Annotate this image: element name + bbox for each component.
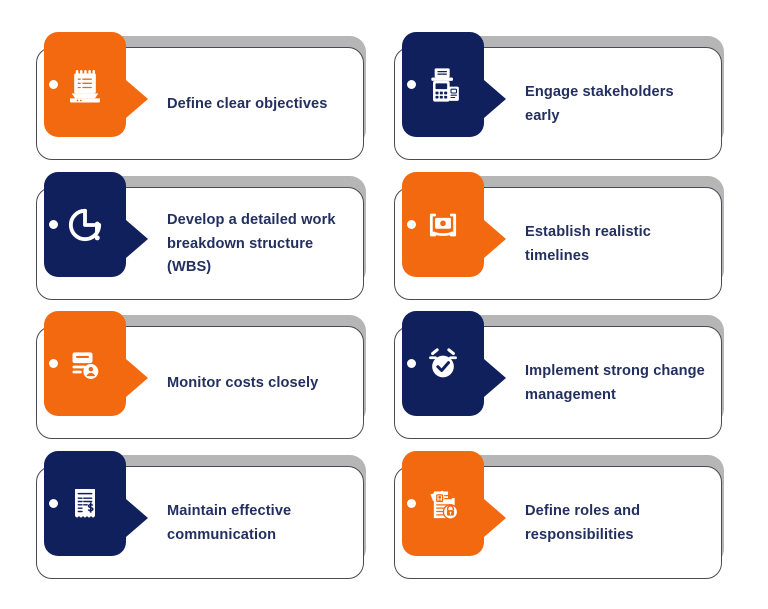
card-icon-tile[interactable] <box>402 172 484 277</box>
card-label: Engage stakeholders early <box>525 83 674 124</box>
tile-arrow-icon <box>484 499 506 537</box>
tip-card[interactable]: Engage stakeholders early <box>394 32 724 162</box>
tile-arrow-icon <box>126 220 148 258</box>
tip-card[interactable]: Develop a detailed work breakdown struct… <box>36 172 366 302</box>
card-icon-tile[interactable] <box>44 311 126 416</box>
card-label: Implement strong change management <box>525 362 705 403</box>
tag-hole-icon <box>49 358 58 368</box>
card-icon-tile[interactable] <box>402 311 484 416</box>
tip-card[interactable]: Establish realistic timelines <box>394 172 724 302</box>
tag-hole-icon <box>407 358 416 368</box>
tip-card[interactable]: Monitor costs closely <box>36 311 366 441</box>
id-card-person-icon <box>44 311 126 416</box>
tip-card[interactable]: Implement strong change management <box>394 311 724 441</box>
tile-arrow-icon <box>484 80 506 118</box>
tip-card[interactable]: Define clear objectives <box>36 32 366 162</box>
alarm-clock-check-icon <box>402 311 484 416</box>
tile-arrow-icon <box>126 359 148 397</box>
tile-arrow-icon <box>126 499 148 537</box>
card-icon-tile[interactable] <box>402 451 484 556</box>
card-icon-tile[interactable] <box>44 172 126 277</box>
card-label: Define clear objectives <box>167 95 328 112</box>
tag-hole-icon <box>49 219 58 229</box>
tip-card[interactable]: Define roles and responsibilities <box>394 451 724 581</box>
card-label: Maintain effective communication <box>167 502 292 543</box>
card-label: Monitor costs closely <box>167 374 319 391</box>
tile-arrow-icon <box>484 220 506 258</box>
receipt-dollar-icon <box>44 451 126 556</box>
banknote-money-icon <box>402 172 484 277</box>
pie-chart-alert-icon <box>44 172 126 277</box>
tag-hole-icon <box>49 498 58 508</box>
tile-arrow-icon <box>484 359 506 397</box>
card-label: Establish realistic timelines <box>525 223 652 264</box>
tag-hole-icon <box>407 79 416 89</box>
card-icon-tile[interactable] <box>402 32 484 137</box>
tag-hole-icon <box>49 79 58 89</box>
tag-hole-icon <box>407 498 416 508</box>
card-icon-tile[interactable] <box>44 451 126 556</box>
card-payment-terminal-icon <box>402 32 484 137</box>
card-label: Define roles and responsibilities <box>525 502 641 543</box>
tip-card[interactable]: Maintain effective communication <box>36 451 366 581</box>
documents-id-lock-icon <box>402 451 484 556</box>
card-icon-tile[interactable] <box>44 32 126 137</box>
tag-hole-icon <box>407 219 416 229</box>
tile-arrow-icon <box>126 80 148 118</box>
notepad-checklist-icon <box>44 32 126 137</box>
card-label: Develop a detailed work breakdown struct… <box>167 212 336 276</box>
